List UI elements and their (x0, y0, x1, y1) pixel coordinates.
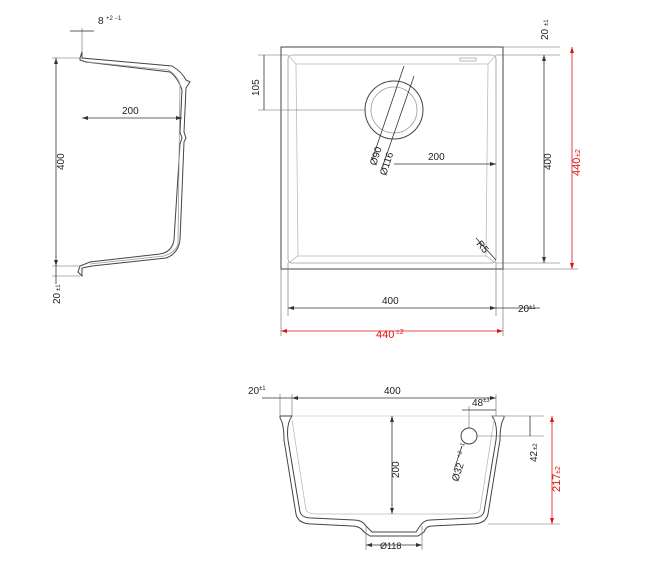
right-rim-tol: ±1 (529, 305, 536, 311)
front-rim-tol: ±1 (259, 386, 266, 392)
overflow-diameter-tol: +2 −1 (456, 442, 467, 459)
side-width-label: 200 (122, 106, 139, 117)
total-depth-tol: ±2 (555, 466, 562, 474)
drain-to-edge-label: 200 (428, 152, 445, 163)
drain-outer-circle (364, 80, 424, 140)
outer-height-label: 440 (571, 158, 583, 176)
inner-basin (287, 54, 497, 264)
outer-width-label: 440 (376, 329, 394, 341)
front-width-label: 400 (384, 386, 401, 397)
side-height-label: 400 (56, 153, 67, 170)
top-view: Ø90 Ø116 105 200 20 ±1 400 440 ±2 R5 (251, 19, 583, 341)
side-rim-label: 20 (52, 292, 63, 304)
front-section-view: Ø32 +2 −1 20 ±1 400 48 ±3 200 42 ±2 (248, 386, 563, 551)
outer-height-tol: ±2 (575, 149, 582, 157)
side-rim-tol: ±1 (56, 284, 62, 291)
front-rim-label: 20 (248, 386, 260, 397)
drain-diameter-label: Ø118 (380, 541, 401, 551)
front-depth-label: 200 (391, 461, 402, 478)
inner-width-label: 400 (382, 296, 399, 307)
overflow-height-label: 42 (529, 450, 540, 462)
side-section-view: 8 +2 −1 200 400 20 ±1 (52, 16, 191, 304)
inner-height-label: 400 (543, 153, 554, 170)
total-depth-label: 217 (551, 474, 563, 492)
right-rim-label: 20 (518, 304, 530, 315)
overflow-offset-label: 48 (472, 398, 484, 409)
side-wall-thickness-tol: +2 −1 (106, 16, 122, 22)
drain-offset-label: 105 (251, 79, 262, 96)
overflow-height-tol: ±2 (533, 443, 539, 450)
side-section-body (77, 51, 191, 278)
top-rim-label: 20 (540, 28, 551, 40)
overflow-hole (460, 427, 478, 445)
overflow-diameter-label: Ø32 (450, 461, 466, 483)
outer-width-tol: ±2 (396, 329, 404, 336)
side-wall-thickness-label: 8 (98, 16, 104, 27)
top-rim-tol: ±1 (544, 19, 550, 26)
overflow-offset-tol: ±3 (483, 398, 490, 404)
